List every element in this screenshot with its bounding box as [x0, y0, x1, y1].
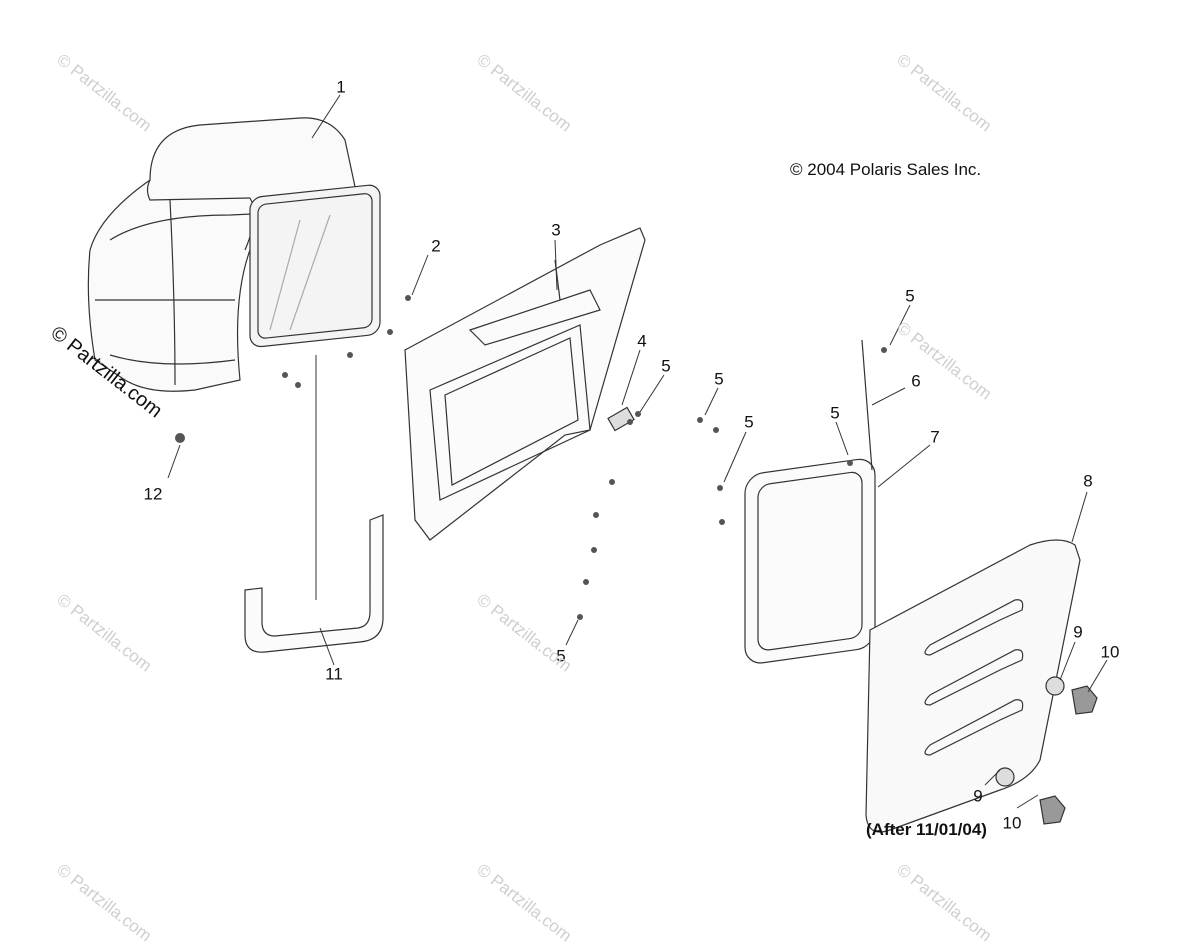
- callout-7: 7: [930, 427, 940, 447]
- callout-9-a: 9: [1073, 622, 1083, 642]
- callout-4: 4: [637, 331, 647, 351]
- seal-part-7: [744, 458, 876, 664]
- callout-5-d: 5: [830, 403, 840, 423]
- date-note: (After 11/01/04): [866, 820, 987, 839]
- callout-5-b: 5: [714, 369, 724, 389]
- callout-12: 12: [143, 484, 163, 504]
- callout-6: 6: [911, 371, 921, 391]
- callout-5-f: 5: [556, 646, 566, 666]
- callout-5-c: 5: [744, 412, 754, 432]
- gasket-part-11: [244, 355, 384, 653]
- fasteners: [175, 295, 887, 620]
- callout-2: 2: [431, 236, 441, 256]
- callout-3: 3: [551, 220, 561, 240]
- leader-lines: [167, 94, 1108, 809]
- lock-part-10a: [1071, 685, 1098, 715]
- callout-10-b: 10: [1002, 813, 1022, 833]
- bracket-part-4: [607, 406, 635, 432]
- storage-box-part-1: [87, 117, 381, 392]
- lid-part-8: [865, 539, 1081, 833]
- rod-part-6: [861, 339, 873, 471]
- callout-5-a: 5: [661, 356, 671, 376]
- exploded-view-drawing: [87, 94, 1108, 833]
- parts-diagram: 1 2 3 4 5 5 5 5 5 5 6 7 8 9 9 10 10 11 1…: [46, 50, 1120, 946]
- callout-11: 11: [325, 664, 343, 684]
- callout-8: 8: [1083, 471, 1093, 491]
- frame-part-3: [404, 227, 646, 541]
- lock-part-10b: [1039, 795, 1066, 825]
- callout-10-a: 10: [1100, 642, 1120, 662]
- copyright-text: © 2004 Polaris Sales Inc.: [790, 160, 982, 179]
- callout-9-b: 9: [973, 786, 983, 806]
- callout-1: 1: [336, 77, 346, 97]
- callout-5-e: 5: [905, 286, 915, 306]
- washer-part-9b: [995, 767, 1015, 787]
- washer-part-9a: [1045, 676, 1065, 696]
